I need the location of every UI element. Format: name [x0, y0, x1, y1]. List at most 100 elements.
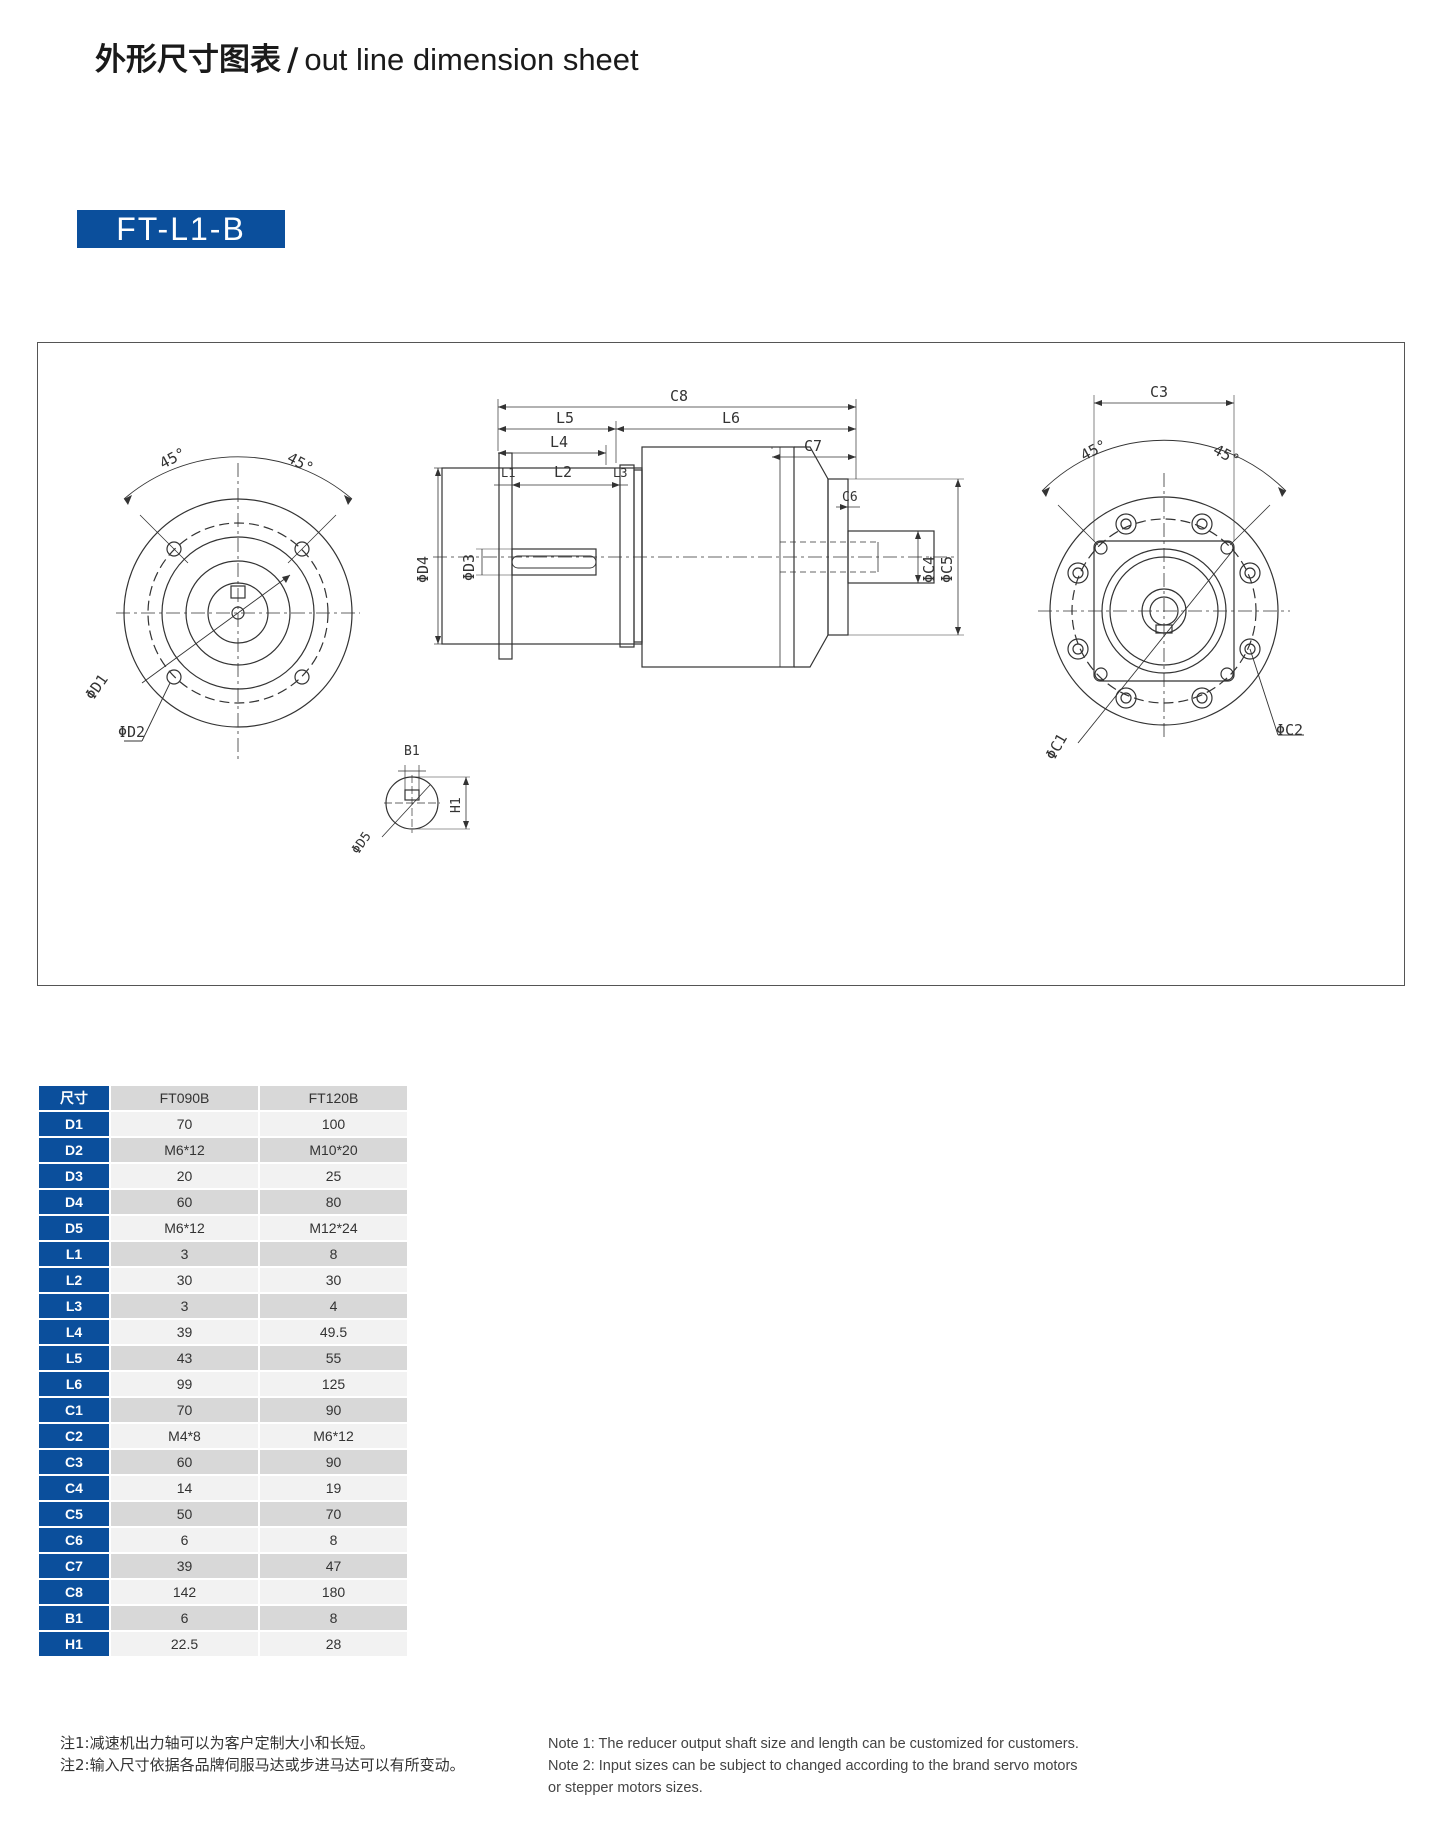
table-cell: 4	[260, 1294, 407, 1318]
note-en-2: Note 2: Input sizes can be subject to ch…	[548, 1758, 1078, 1774]
notes-en: Note 1: The reducer output shaft size an…	[548, 1733, 1148, 1799]
table-cell: 90	[260, 1398, 407, 1422]
side-label-l2: L2	[554, 463, 572, 481]
table-row-key: L2	[39, 1268, 109, 1292]
side-label-c7: C7	[804, 437, 822, 455]
table-cell: 60	[111, 1450, 258, 1474]
table-row-key: L6	[39, 1372, 109, 1396]
side-label-d3: ΦD3	[460, 554, 478, 581]
side-label-c6: C6	[842, 490, 858, 505]
side-label-c5: ΦC5	[938, 556, 956, 583]
table-cell: 39	[111, 1320, 258, 1344]
table-cell: 99	[111, 1372, 258, 1396]
notes-cn: 注1:减速机出力轴可以为客户定制大小和长短。 注2:输入尺寸依据各品牌伺服马达或…	[60, 1732, 465, 1776]
side-label-l3: L3	[613, 466, 627, 480]
table-cell: 90	[260, 1450, 407, 1474]
table-cell: 6	[111, 1606, 258, 1630]
shaft-label-b1: B1	[404, 744, 420, 759]
page-title-cn: 外形尺寸图表	[95, 42, 281, 78]
table-cell: 180	[260, 1580, 407, 1604]
shaft-label-d5: ΦD5	[349, 829, 375, 857]
model-badge: FT-L1-B	[77, 210, 285, 248]
table-cell: 70	[111, 1112, 258, 1136]
page-title-separator: /	[287, 42, 299, 78]
front-label-d1: ΦD1	[82, 671, 112, 704]
table-cell: 125	[260, 1372, 407, 1396]
side-label-l6: L6	[722, 409, 740, 427]
table-cell: 8	[260, 1528, 407, 1552]
table-cell: 50	[111, 1502, 258, 1526]
table-cell: 3	[111, 1242, 258, 1266]
front-label-d2: ΦD2	[118, 723, 145, 741]
table-cell: 47	[260, 1554, 407, 1578]
note-cn-1: 注1:减速机出力轴可以为客户定制大小和长短。	[60, 1734, 375, 1752]
note-cn-2: 注2:输入尺寸依据各品牌伺服马达或步进马达可以有所变动。	[60, 1756, 465, 1774]
table-cell: 49.5	[260, 1320, 407, 1344]
table-cell: 100	[260, 1112, 407, 1136]
shaft-detail	[381, 765, 470, 838]
table-cell: M4*8	[111, 1424, 258, 1448]
table-row-key: D4	[39, 1190, 109, 1214]
table-cell: 3	[111, 1294, 258, 1318]
front-view	[116, 456, 360, 763]
table-cell: M12*24	[260, 1216, 407, 1240]
table-cell: 142	[111, 1580, 258, 1604]
table-cell: 60	[111, 1190, 258, 1214]
technical-drawing: 45° 45° ΦD1 ΦD2	[37, 342, 1405, 986]
table-cell: M6*12	[111, 1138, 258, 1162]
table-cell: 43	[111, 1346, 258, 1370]
table-cell: 80	[260, 1190, 407, 1214]
table-cell: 25	[260, 1164, 407, 1188]
table-row-key: H1	[39, 1632, 109, 1656]
drawing-canvas: 45° 45° ΦD1 ΦD2	[82, 383, 1304, 857]
table-cell: 20	[111, 1164, 258, 1188]
table-row-key: L4	[39, 1320, 109, 1344]
table-corner-label: 尺寸	[39, 1086, 109, 1110]
table-cell: 70	[260, 1502, 407, 1526]
table-row-key: D1	[39, 1112, 109, 1136]
table-cell: 8	[260, 1242, 407, 1266]
table-row-key: D5	[39, 1216, 109, 1240]
table-cell: 19	[260, 1476, 407, 1500]
rear-angle-right: 45°	[1210, 441, 1242, 470]
shaft-label-h1: H1	[449, 797, 464, 813]
table-model-ft090b: FT090B	[111, 1086, 258, 1110]
table-row-key: L1	[39, 1242, 109, 1266]
note-en-3: or stepper motors sizes.	[548, 1780, 703, 1796]
table-cell: 55	[260, 1346, 407, 1370]
rear-angle-left: 45°	[1077, 436, 1109, 465]
table-cell: 14	[111, 1476, 258, 1500]
table-cell: M6*12	[111, 1216, 258, 1240]
table-row-key: C1	[39, 1398, 109, 1422]
table-cell: 70	[111, 1398, 258, 1422]
front-angle-left: 45°	[156, 444, 188, 473]
table-cell: 6	[111, 1528, 258, 1552]
table-row-key: C8	[39, 1580, 109, 1604]
table-cell: 8	[260, 1606, 407, 1630]
side-label-l1: L1	[501, 466, 515, 480]
table-row-key: C3	[39, 1450, 109, 1474]
rear-label-c1: ΦC1	[1042, 731, 1071, 763]
table-row-key: L5	[39, 1346, 109, 1370]
table-header-row: 尺寸 FT090B FT120B	[39, 1086, 407, 1110]
table-row-key: C2	[39, 1424, 109, 1448]
page-title-en: out line dimension sheet	[304, 42, 639, 77]
